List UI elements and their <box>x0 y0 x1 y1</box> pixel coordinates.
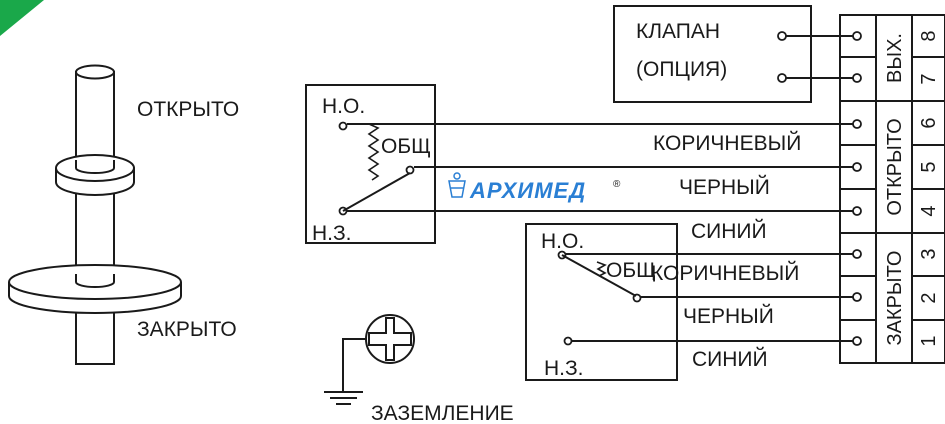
terminal-number-7: 7 <box>918 73 940 84</box>
valve-terminal-1 <box>777 31 787 41</box>
terminal-number-5: 5 <box>918 161 940 172</box>
valve-box: КЛАПАН (ОПЦИЯ) <box>613 5 812 103</box>
switch1-nc-label: Н.З. <box>312 222 352 245</box>
switch1-lever <box>342 172 411 212</box>
group-label-open: ОТКРЫТО <box>884 118 906 215</box>
switch2-no-label: Н.О. <box>541 230 584 253</box>
ground-screw-icon <box>365 314 415 364</box>
terminal-number-1: 1 <box>918 335 940 346</box>
valve-label-line2: (ОПЦИЯ) <box>636 58 727 81</box>
logo-text: АРХИМЕД <box>469 178 586 203</box>
wire-label-s2-brown: КОРИЧНЕВЫЙ <box>651 261 799 285</box>
switch2-nc-label: Н.З. <box>544 357 584 380</box>
switch2-spring <box>596 261 607 277</box>
terminal-number-6: 6 <box>918 117 940 128</box>
logo-registered: ® <box>613 179 621 190</box>
switch2-com-label: ОБЩ <box>606 259 656 282</box>
switch1-spring <box>367 123 380 181</box>
open-label: ОТКРЫТО <box>137 98 239 121</box>
wire-label-s1-black: ЧЕРНЫЙ <box>679 175 770 199</box>
group-label-out: ВЫХ. <box>884 33 906 83</box>
ground-label: ЗАЗЕМЛЕНИЕ <box>371 402 514 424</box>
shaft-illustration: ОТКРЫТО ЗАКРЫТО <box>8 64 239 365</box>
switch-1: Н.О. ОБЩ Н.З. <box>305 84 436 245</box>
terminal-number-2: 2 <box>918 292 940 303</box>
corner-marker <box>0 0 44 36</box>
switch2-lever <box>561 254 637 297</box>
wires <box>347 35 857 342</box>
closed-label: ЗАКРЫТО <box>137 318 237 341</box>
closed-cam <box>8 264 182 314</box>
terminal-screws <box>852 31 862 346</box>
wire-label-s1-blue: СИНИЙ <box>691 219 767 243</box>
valve-terminal-2 <box>777 73 787 83</box>
open-cam <box>55 154 135 196</box>
ground-symbol: ЗАЗЕМЛЕНИЕ <box>324 314 514 424</box>
terminal-number-3: 3 <box>918 248 940 259</box>
logo-emblem-icon <box>448 172 466 198</box>
wire-label-s1-brown: КОРИЧНЕВЫЙ <box>653 131 801 155</box>
valve-label-line1: КЛАПАН <box>636 20 720 43</box>
switch1-com-label: ОБЩ <box>381 135 431 158</box>
wire-label-s2-black: ЧЕРНЫЙ <box>683 304 774 328</box>
terminal-block: ВЫХ. ОТКРЫТО ЗАКРЫТО 8 7 6 5 4 3 2 1 <box>839 14 945 364</box>
switch1-no-label: Н.О. <box>322 95 365 118</box>
group-label-closed: ЗАКРЫТО <box>884 251 906 346</box>
wire-label-s2-blue: СИНИЙ <box>692 347 768 371</box>
terminal-number-4: 4 <box>918 205 940 216</box>
terminal-number-8: 8 <box>918 30 940 41</box>
switch-2: Н.О. ОБЩ Н.З. <box>525 223 678 381</box>
archimed-logo: АРХИМЕД ® <box>448 172 621 203</box>
